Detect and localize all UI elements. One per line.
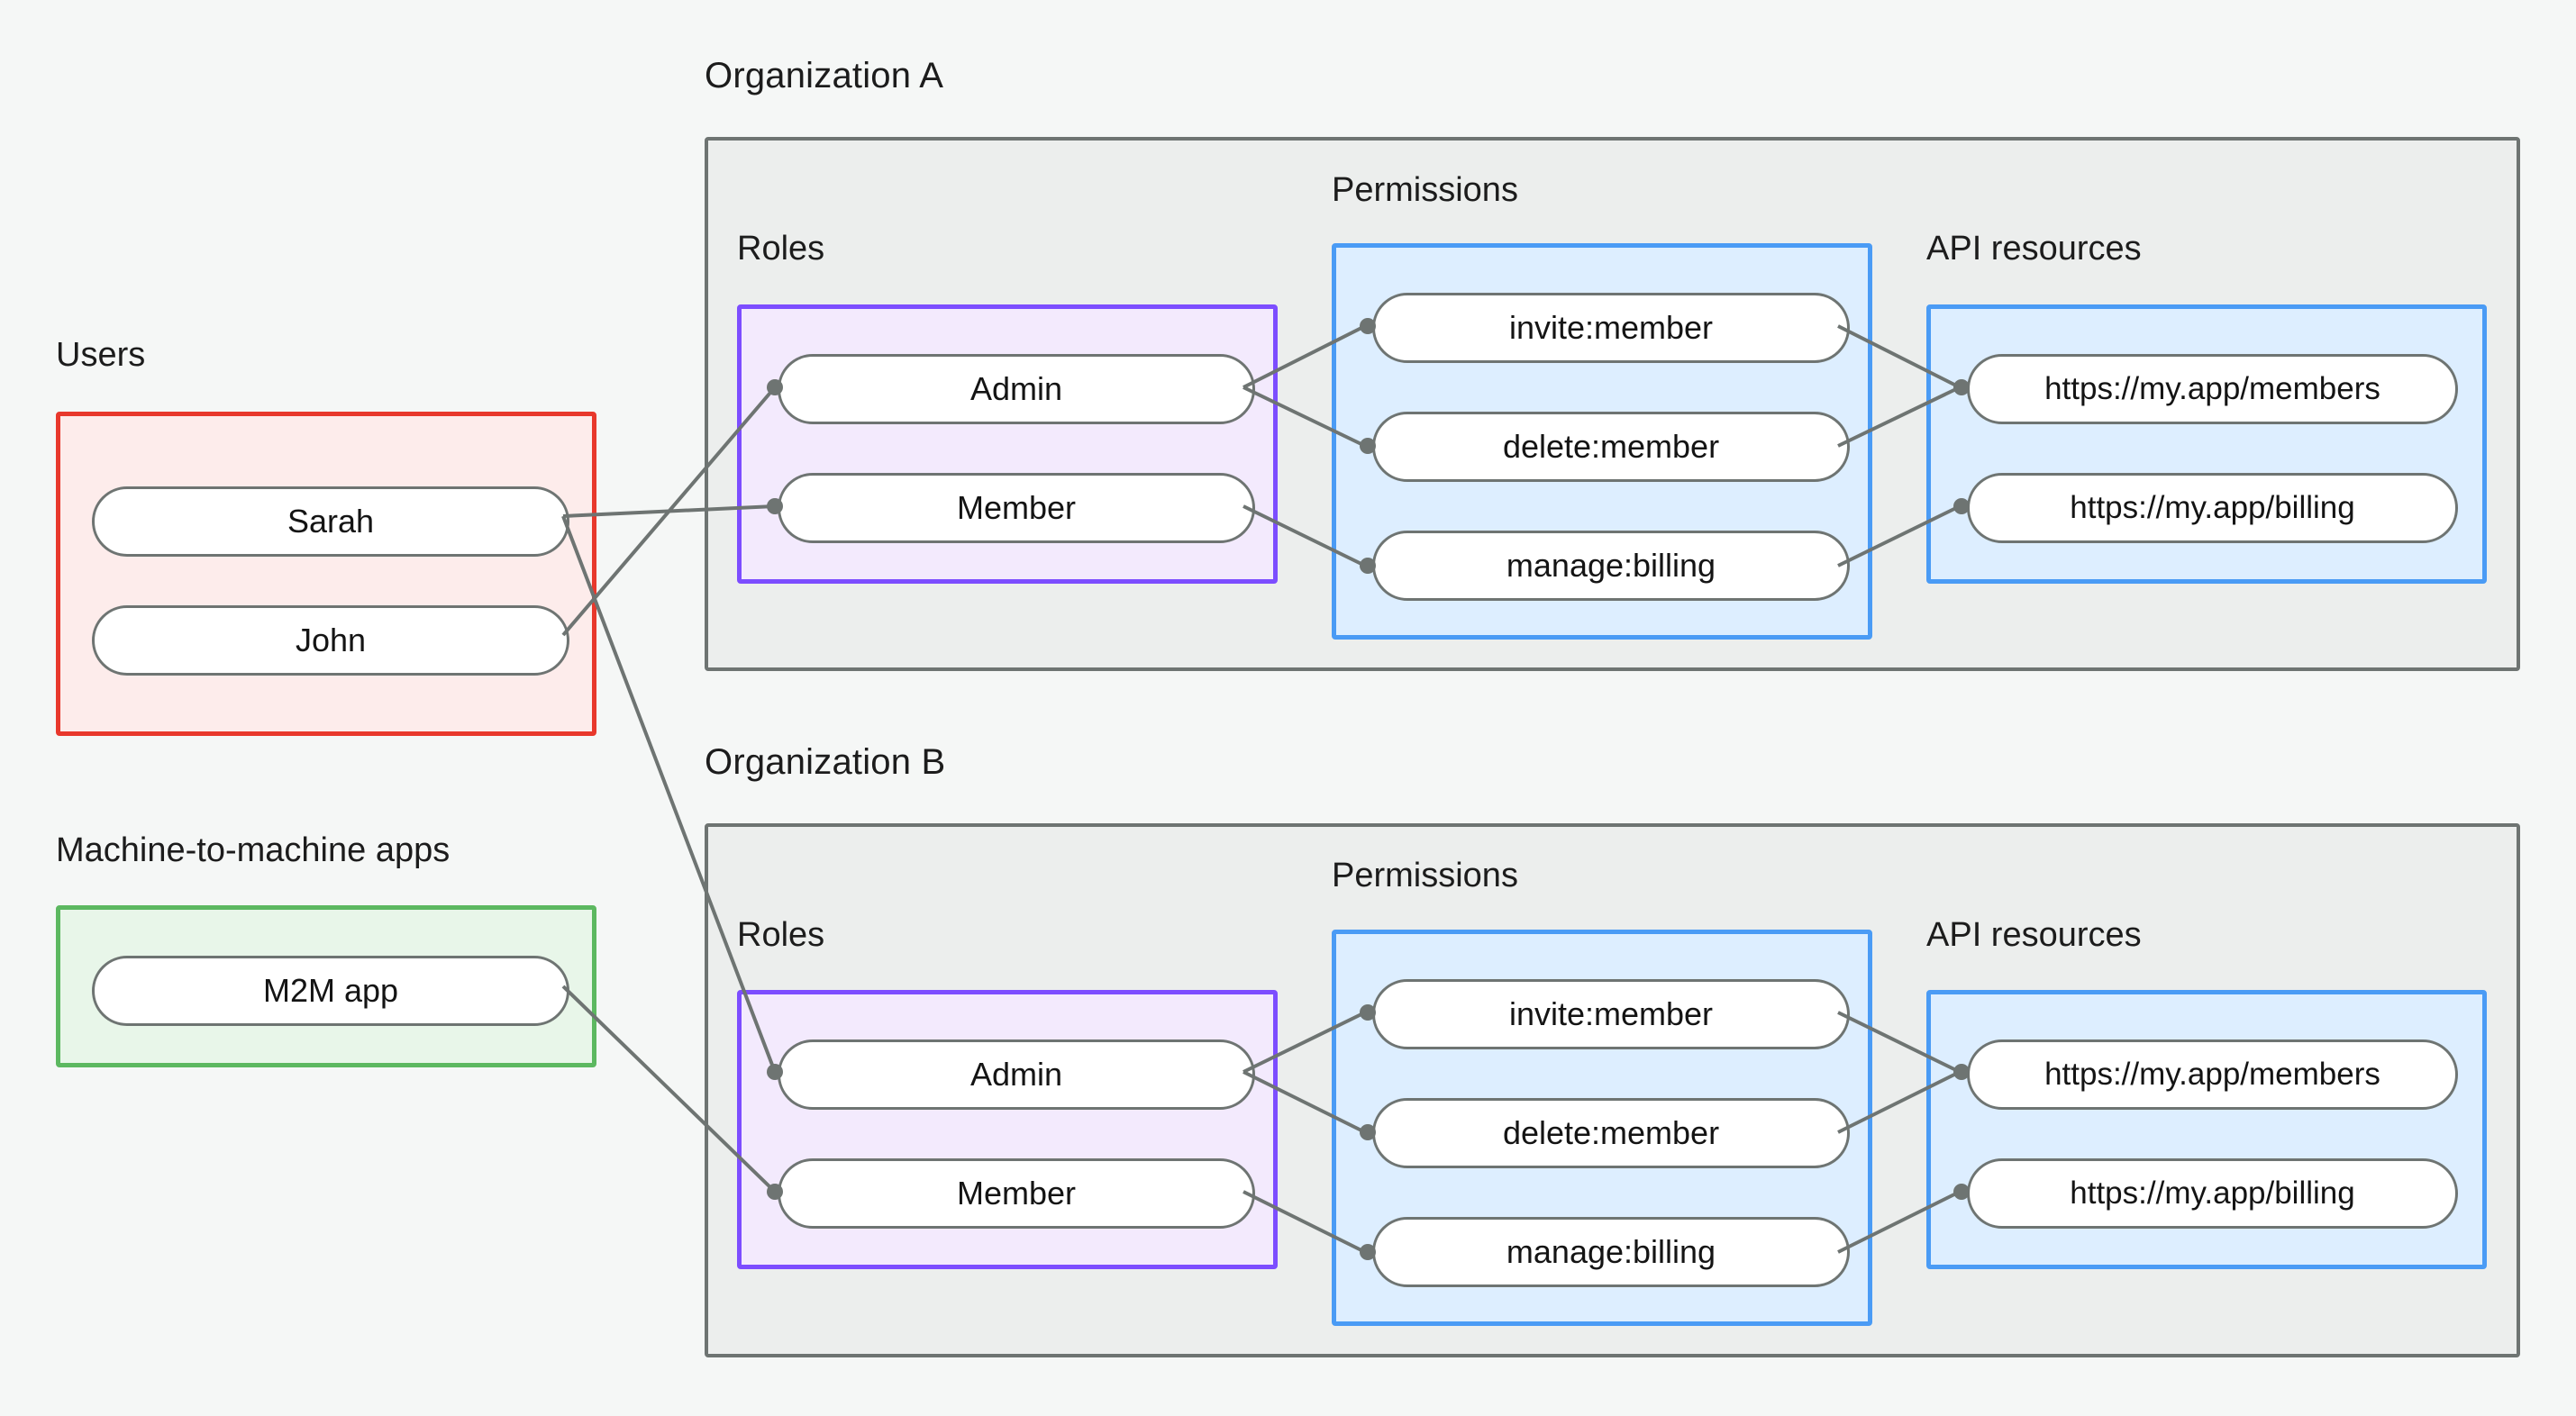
org-a-role-admin[interactable]: Admin: [778, 354, 1255, 424]
org-b-api-members[interactable]: https://my.app/members: [1967, 1039, 2458, 1110]
org-a-api-members-anchor: [1953, 379, 1970, 395]
org-a-role-admin-anchor: [767, 379, 783, 395]
org-b-title: Organization B: [705, 742, 946, 782]
org-b-roles-panel: Admin Member: [737, 990, 1278, 1269]
org-a-role-member[interactable]: Member: [778, 473, 1255, 543]
org-b-api-billing[interactable]: https://my.app/billing: [1967, 1158, 2458, 1229]
org-a-api-billing[interactable]: https://my.app/billing: [1967, 473, 2458, 543]
users-label: Users: [56, 336, 146, 374]
org-a-permission-billing-anchor: [1360, 558, 1376, 574]
org-a-permission-invite-anchor: [1360, 318, 1376, 334]
org-a-api-label: API resources: [1926, 230, 2142, 268]
org-b-permissions-label: Permissions: [1332, 857, 1518, 894]
org-b-api-billing-anchor: [1953, 1184, 1970, 1200]
org-a-permission-delete-anchor: [1360, 438, 1376, 454]
user-node-sarah[interactable]: Sarah: [92, 486, 569, 557]
org-b-role-admin-anchor: [767, 1064, 783, 1080]
org-a-api-members[interactable]: https://my.app/members: [1967, 354, 2458, 424]
org-b-permission-delete-member[interactable]: delete:member: [1372, 1098, 1850, 1168]
org-b-permission-manage-billing[interactable]: manage:billing: [1372, 1217, 1850, 1287]
m2m-panel: M2M app: [56, 905, 596, 1067]
org-a-title: Organization A: [705, 56, 944, 95]
org-a-roles-label: Roles: [737, 230, 825, 268]
org-b-permission-delete-anchor: [1360, 1124, 1376, 1140]
m2m-label: Machine-to-machine apps: [56, 831, 451, 869]
org-a-role-member-anchor: [767, 498, 783, 514]
org-a-permission-invite-member[interactable]: invite:member: [1372, 293, 1850, 363]
org-b-permission-invite-anchor: [1360, 1004, 1376, 1021]
org-b-api-members-anchor: [1953, 1064, 1970, 1080]
org-b-role-admin[interactable]: Admin: [778, 1039, 1255, 1110]
org-a-permission-manage-billing[interactable]: manage:billing: [1372, 531, 1850, 601]
org-b-permission-invite-member[interactable]: invite:member: [1372, 979, 1850, 1049]
org-b-api-panel: https://my.app/members https://my.app/bi…: [1926, 990, 2487, 1269]
users-panel: Sarah John: [56, 412, 596, 736]
org-a-permissions-panel: invite:member delete:member manage:billi…: [1332, 243, 1872, 640]
org-a-api-billing-anchor: [1953, 498, 1970, 514]
user-node-john[interactable]: John: [92, 605, 569, 676]
org-b-permissions-panel: invite:member delete:member manage:billi…: [1332, 930, 1872, 1326]
org-b-role-member-anchor: [767, 1184, 783, 1200]
org-a-api-panel: https://my.app/members https://my.app/bi…: [1926, 304, 2487, 584]
org-a-roles-panel: Admin Member: [737, 304, 1278, 584]
org-a-permission-delete-member[interactable]: delete:member: [1372, 412, 1850, 482]
org-b-api-label: API resources: [1926, 916, 2142, 954]
org-b-roles-label: Roles: [737, 916, 825, 954]
org-b-permission-billing-anchor: [1360, 1244, 1376, 1260]
org-b-role-member[interactable]: Member: [778, 1158, 1255, 1229]
m2m-node-app[interactable]: M2M app: [92, 956, 569, 1026]
org-a-permissions-label: Permissions: [1332, 171, 1518, 209]
